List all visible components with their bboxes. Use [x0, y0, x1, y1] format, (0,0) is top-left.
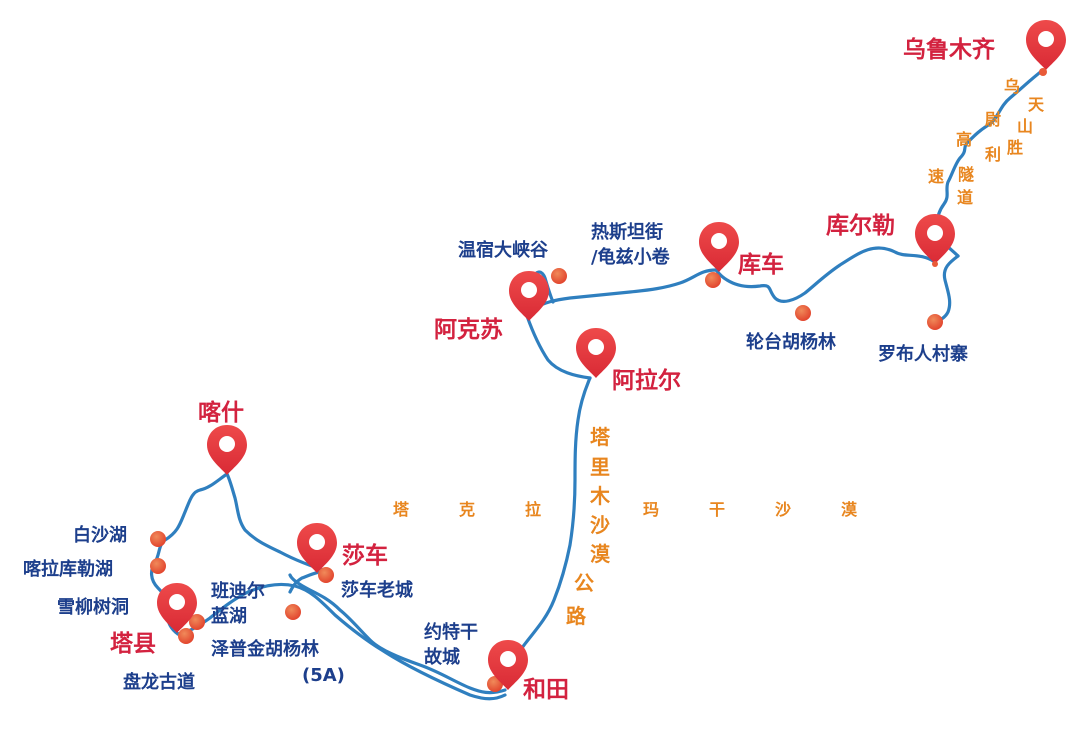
city-label-korla: 库尔勒: [826, 212, 895, 239]
map-pin-icon: [509, 271, 549, 321]
attraction-dot-icon: [285, 604, 301, 620]
spot-label-xueliu: 雪柳树洞: [57, 596, 129, 618]
attraction-dot-icon: [178, 628, 194, 644]
desert-char: 干: [709, 500, 725, 519]
desert-char: 拉: [525, 500, 541, 519]
city-label-kashgar: 喀什: [198, 400, 244, 426]
desert-char: 玛: [643, 500, 659, 519]
spot-label-yuetegan-2: 故城: [424, 646, 460, 668]
spot-label-yuetegan-1: 约特干: [424, 621, 478, 643]
route-korla-kuqa: [714, 246, 937, 303]
route-hotan-shache: [288, 573, 507, 695]
road-char: 天: [1028, 95, 1045, 114]
desert-char: 克: [459, 500, 475, 519]
city-label-kuqa: 库车: [738, 251, 784, 278]
road-char: 山: [1017, 117, 1033, 136]
map-pin-icon: [488, 640, 528, 690]
road-char: 高: [956, 130, 972, 149]
road-char: 里: [590, 455, 610, 479]
road-char: 塔: [590, 425, 611, 449]
map-pin-icon: [915, 214, 955, 267]
attraction-dot-icon: [551, 268, 567, 284]
spot-label-luntai: 轮台胡杨林: [746, 331, 836, 353]
route-desert-highway: [503, 376, 592, 684]
spot-label-luobu: 罗布人村寨: [878, 343, 968, 365]
road-char: 漠: [590, 542, 611, 566]
city-label-hotan: 和田: [523, 677, 569, 703]
road-char: 路: [566, 604, 587, 628]
desert-char: 漠: [841, 500, 858, 519]
city-label-urumqi: 乌鲁木齐: [903, 36, 996, 63]
spot-label-kala: 喀拉库勒湖: [23, 558, 113, 580]
city-label-taxian: 塔县: [110, 631, 156, 657]
route-lines: [150, 68, 1045, 701]
road-char: 乌: [1004, 77, 1020, 96]
spot-label-shache-old: 莎车老城: [341, 579, 413, 601]
desert-char: 沙: [775, 500, 791, 519]
route-taxian-hotan: [176, 582, 507, 701]
route-shache-kashgar: [225, 472, 332, 574]
attraction-dot-icon: [150, 531, 166, 547]
spot-label-zepu-2: (5A): [302, 665, 345, 686]
road-char: 尉: [985, 110, 1001, 129]
road-char: 利: [985, 145, 1001, 164]
map-pin-icon: [157, 583, 197, 633]
city-labels: 乌鲁木齐 库尔勒 库车 阿克苏 阿拉尔 喀什 莎车 塔县 和田: [110, 36, 996, 703]
spot-label-resi-1: 热斯坦街: [591, 221, 663, 243]
spot-label-zepu-1: 泽普金胡杨林: [211, 638, 319, 660]
attraction-labels: 温宿大峡谷 热斯坦街 /龟兹小卷 轮台胡杨林 罗布人村寨 白沙湖 喀拉库勒湖 雪…: [23, 221, 968, 693]
map-pin-icon: [297, 523, 337, 573]
route-aksu-alar: [525, 314, 592, 380]
desert-label: 塔 克 拉 玛 干 沙 漠: [393, 500, 858, 519]
city-label-alar: 阿拉尔: [612, 367, 681, 394]
attraction-dots: [150, 268, 943, 692]
spot-label-baisha: 白沙湖: [73, 524, 127, 546]
road-label-tianshan: 乌 天 尉 山 高 利 胜 速 隧 道: [928, 77, 1045, 207]
city-pins: [157, 20, 1066, 690]
road-char: 木: [589, 484, 611, 508]
attraction-dot-icon: [705, 272, 721, 288]
road-char: 公: [574, 571, 594, 595]
attraction-dot-icon: [318, 567, 334, 583]
city-label-aksu: 阿克苏: [434, 316, 503, 343]
desert-char: 塔: [393, 500, 410, 519]
map-pin-icon: [1026, 20, 1066, 76]
attraction-dot-icon: [927, 314, 943, 330]
map-pin-icon: [207, 425, 247, 475]
map-pin-icon: [699, 222, 739, 272]
road-char: 胜: [1007, 138, 1023, 157]
road-char: 隧: [958, 165, 974, 184]
road-char: 沙: [590, 513, 610, 537]
spot-label-bandier-2: 蓝湖: [211, 606, 247, 627]
city-label-shache: 莎车: [342, 542, 388, 569]
attraction-dot-icon: [150, 558, 166, 574]
route-korla-luobu: [933, 254, 960, 324]
attraction-dot-icon: [795, 305, 811, 321]
map-pin-icon: [576, 328, 616, 378]
road-char: 速: [928, 167, 944, 186]
spot-label-resi-2: /龟兹小卷: [591, 246, 671, 268]
spot-label-bandier-1: 班迪尔: [211, 580, 265, 602]
spot-label-wensu: 温宿大峡谷: [458, 239, 549, 261]
spot-label-panlong: 盘龙古道: [123, 671, 195, 693]
road-char: 道: [957, 188, 973, 207]
attraction-dot-icon: [189, 614, 205, 630]
road-label-desert-highway: 塔 里 木 沙 漠 公 路: [566, 425, 611, 628]
